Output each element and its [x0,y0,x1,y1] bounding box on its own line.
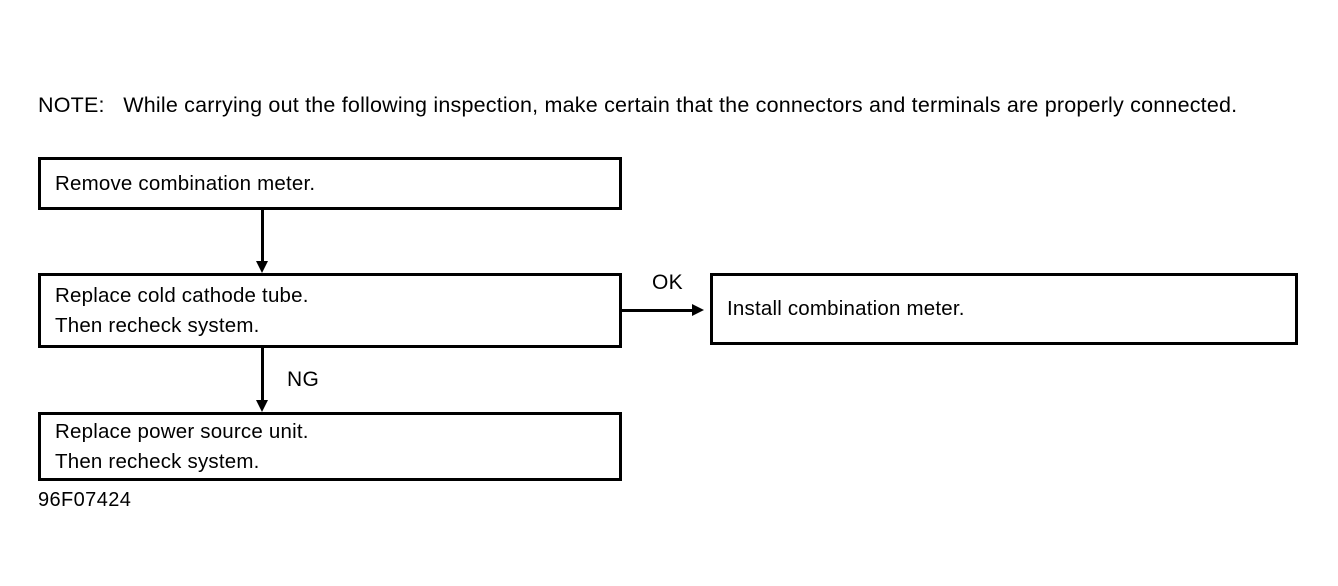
figure-caption: 96F07424 [38,489,132,511]
flow-box-replace-cold-cathode-tube: Replace cold cathode tube. Then recheck … [38,273,622,348]
branch-label-ng: NG [287,368,320,391]
flow-box-line: Replace power source unit. [55,419,309,443]
connector-remove-to-replace [261,209,264,265]
note-text: While carrying out the following inspect… [123,92,1238,117]
note-label: NOTE: [38,92,105,117]
arrowhead-down-icon [256,261,268,273]
connector-ng-branch [261,347,264,404]
flow-box-line: Remove combination meter. [55,171,316,195]
flow-box-install-meter: Install combination meter. [710,273,1298,345]
flow-box-replace-power-source-unit: Replace power source unit. Then recheck … [38,412,622,481]
branch-label-ok: OK [652,271,683,294]
flow-box-line: Replace cold cathode tube. [55,283,309,307]
flow-box-line: Install combination meter. [727,297,965,320]
note-paragraph: NOTE: While carrying out the following i… [38,90,1318,121]
arrowhead-right-icon [692,304,704,316]
flow-box-line: Then recheck system. [55,313,260,337]
arrowhead-down-icon [256,400,268,412]
connector-ok-branch [622,309,694,312]
flow-box-remove-meter: Remove combination meter. [38,157,622,210]
flow-box-line: Then recheck system. [55,449,260,473]
